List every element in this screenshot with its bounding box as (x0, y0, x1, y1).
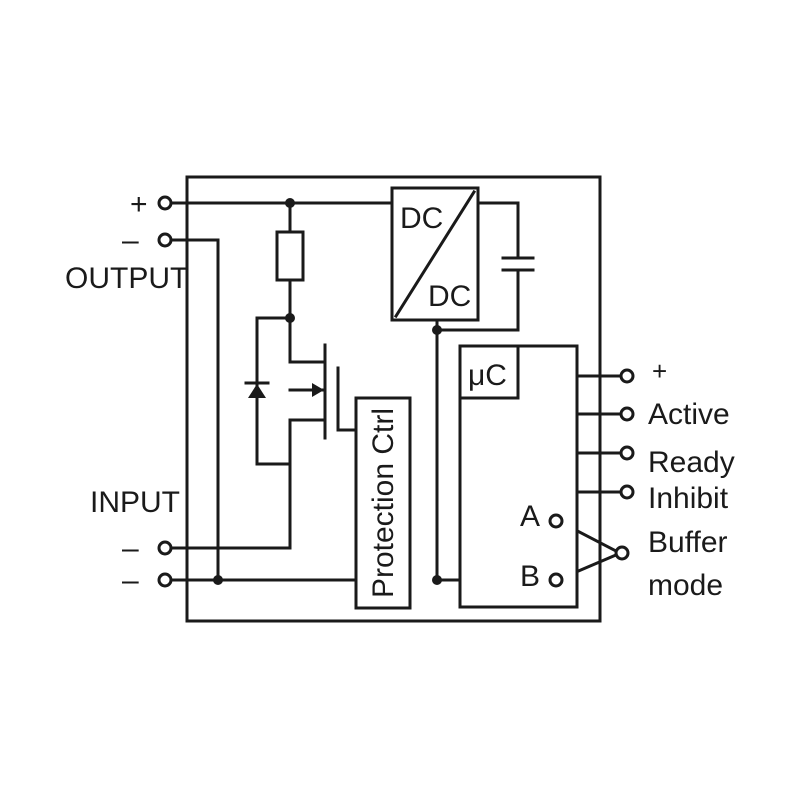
converter-bottom-label: DC (428, 280, 471, 313)
ready-label: Ready (648, 446, 735, 479)
fuse (275, 230, 305, 282)
pin-a-label: A (520, 500, 540, 533)
junctions (213, 198, 442, 585)
pin-b-terminal (548, 572, 564, 588)
output-label: OUTPUT (65, 262, 188, 295)
input-minus-terminal-2 (157, 572, 173, 588)
active-terminal (619, 406, 635, 422)
signal-plus-label: + (652, 356, 667, 386)
signal-plus-terminal (619, 368, 635, 384)
input-label: INPUT (90, 486, 180, 519)
output-plus-terminal (157, 195, 173, 211)
buffer-mode-terminal (614, 545, 630, 561)
buffer-label: Buffer (648, 526, 728, 559)
output-minus-label: – (122, 224, 139, 257)
converter-top-label: DC (400, 202, 443, 235)
protection-ctrl-label: Protection Ctrl (367, 408, 400, 598)
input-minus-terminal-1 (157, 540, 173, 556)
capacitor (501, 256, 535, 272)
ready-terminal (619, 445, 635, 461)
diode (244, 381, 270, 398)
pin-a-terminal (548, 513, 564, 529)
output-minus-terminal (157, 232, 173, 248)
terminals (157, 195, 635, 588)
dc-dc-converter: DC DC (390, 186, 480, 322)
active-label: Active (648, 398, 730, 431)
protection-ctrl-block: Protection Ctrl (354, 396, 412, 610)
inhibit-terminal (619, 484, 635, 500)
microcontroller-block: μC A B (458, 344, 579, 609)
mode-label: mode (648, 569, 723, 602)
input-minus-label-2: – (122, 564, 139, 597)
output-plus-label: + (130, 188, 148, 221)
inhibit-label: Inhibit (648, 482, 729, 515)
mcu-label: μC (468, 359, 507, 392)
input-minus-label-1: – (122, 532, 139, 565)
pin-b-label: B (520, 560, 540, 593)
mosfet (312, 343, 340, 440)
